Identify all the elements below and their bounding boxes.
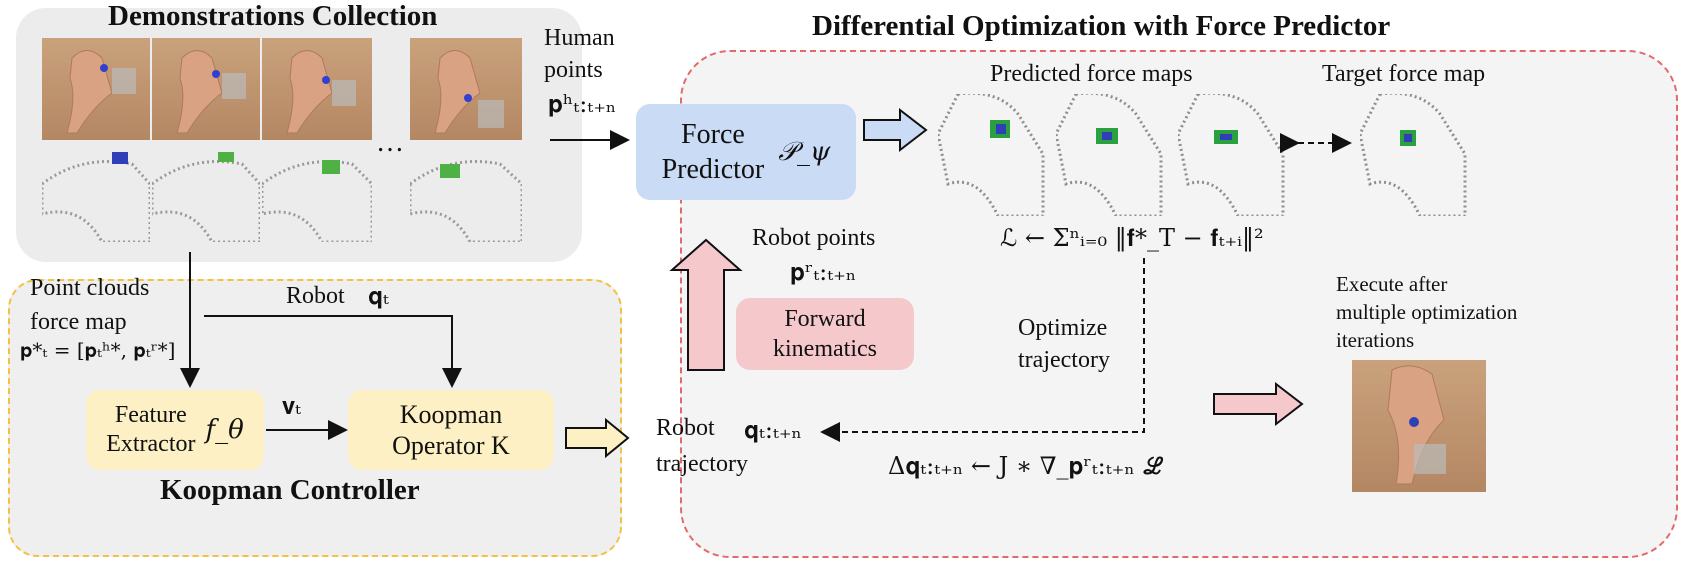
demo-point-cloud-2 <box>152 144 260 242</box>
predicted-force-map-2 <box>1056 94 1168 216</box>
target-force-map-label: Target force map <box>1322 61 1486 87</box>
pt-star-formula: 𝐩*ₜ = [𝐩ₜʰ*, 𝐩ₜʳ*] <box>20 338 176 362</box>
human-points-label-1: Human <box>544 25 615 51</box>
demo-human-image-2 <box>152 38 260 140</box>
q-trajectory-symbol: 𝐪ₜ:ₜ₊ₙ <box>744 416 802 444</box>
feature-extractor-label-2: Extractor <box>106 431 196 457</box>
koopman-operator-box: Koopman Operator K <box>348 390 554 470</box>
koopman-operator-label-2: Operator K <box>392 431 510 460</box>
robot-trajectory-label-2: trajectory <box>656 451 748 477</box>
predictor-to-maps-arrow <box>863 107 928 153</box>
optimize-trajectory-label-1: Optimize <box>1018 315 1108 341</box>
differential-optimization-title: Differential Optimization with Force Pre… <box>812 10 1391 42</box>
p-psi-symbol: 𝒫_ψ <box>778 136 831 167</box>
robot-label: Robot <box>286 283 345 309</box>
demo-human-image-1 <box>42 38 150 140</box>
demo-point-cloud-4 <box>410 144 522 242</box>
execute-label-2: multiple optimization <box>1336 300 1518 324</box>
human-points-symbol: 𝐩ʰₜ:ₜ₊ₙ <box>548 90 617 118</box>
execute-label-1: Execute after <box>1336 272 1448 296</box>
execute-label-3: iterations <box>1336 328 1415 352</box>
forward-kinematics-label-1: Forward <box>784 306 866 332</box>
koopman-to-trajectory-arrow <box>565 417 630 459</box>
gradient-update-formula: Δ𝐪ₜ:ₜ₊ₙ ← J ∗ ∇_𝐩ʳₜ:ₜ₊ₙ ℒ <box>888 452 1164 480</box>
qt-symbol: 𝐪ₜ <box>368 282 389 310</box>
koopman-operator-label-1: Koopman <box>399 399 503 429</box>
demonstrations-title: Demonstrations Collection <box>108 0 438 32</box>
execute-arrow <box>1213 381 1304 427</box>
demo-point-cloud-3 <box>262 144 372 242</box>
demo-human-image-3 <box>262 38 372 140</box>
fk-to-predictor-arrow <box>669 238 743 371</box>
optimize-trajectory-label-2: trajectory <box>1018 347 1110 373</box>
qt-to-koopman-arrow <box>204 315 462 388</box>
force-map-label: force map <box>30 309 127 335</box>
feature-extractor-label-1: Feature <box>114 402 187 429</box>
koopman-controller-title: Koopman Controller <box>160 474 420 506</box>
target-force-map <box>1360 94 1472 216</box>
demo-ellipsis: … <box>376 127 404 158</box>
loss-formula: ℒ ← Σⁿᵢ₌₀ ‖𝐟*_T − 𝐟ₜ₊ᵢ‖² <box>1000 224 1264 252</box>
vt-symbol: 𝐯ₜ <box>282 392 301 420</box>
force-predictor-label-1: Force <box>681 119 745 150</box>
demo-point-cloud-1 <box>42 144 150 242</box>
optimize-trajectory-arrow <box>820 258 1145 442</box>
force-predictor-box: Force Predictor 𝒫_ψ <box>636 104 856 200</box>
f-theta-symbol: f_θ <box>205 415 244 445</box>
robot-trajectory-label-1: Robot <box>656 415 715 441</box>
feature-extractor-box: Feature Extractor f_θ <box>86 390 264 470</box>
predicted-force-map-3 <box>1178 94 1290 216</box>
human-points-label-2: points <box>544 57 603 83</box>
point-clouds-label: Point clouds <box>30 275 150 301</box>
demo-human-image-4 <box>410 38 522 140</box>
predicted-force-map-1 <box>938 94 1050 216</box>
force-predictor-label-2: Predictor <box>661 154 765 185</box>
robot-points-label: Robot points <box>752 225 876 251</box>
execution-result-image <box>1352 360 1486 492</box>
robot-points-symbol: 𝐩ʳₜ:ₜ₊ₙ <box>790 258 857 286</box>
forward-kinematics-label-2: kinematics <box>773 336 877 362</box>
forward-kinematics-box: Forward kinematics <box>736 298 914 370</box>
predicted-force-maps-label: Predicted force maps <box>990 61 1193 87</box>
